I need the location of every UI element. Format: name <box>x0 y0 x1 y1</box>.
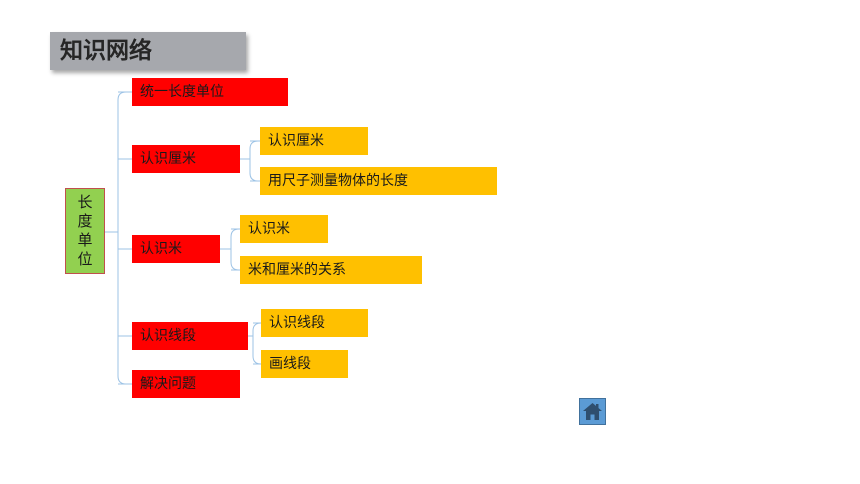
leaf-meter-centimeter-relation: 米和厘米的关系 <box>240 256 422 284</box>
branch-know-meter: 认识米 <box>132 235 220 263</box>
branch-know-line-segment: 认识线段 <box>132 322 248 350</box>
branch-solve-problems: 解决问题 <box>132 370 240 398</box>
root-char: 位 <box>77 250 93 268</box>
leaf-know-meter: 认识米 <box>240 215 328 243</box>
leaf-draw-line-segment: 画线段 <box>261 350 348 378</box>
root-char: 长 <box>77 193 93 211</box>
branch-know-centimeter: 认识厘米 <box>132 145 240 173</box>
root-char: 度 <box>77 212 93 230</box>
leaf-know-centimeter: 认识厘米 <box>260 127 368 155</box>
page-title: 知识网络 <box>50 32 246 70</box>
home-button[interactable] <box>579 398 606 425</box>
root-node: 长 度 单 位 <box>65 188 105 274</box>
home-icon <box>583 403 602 420</box>
root-char: 单 <box>77 231 93 249</box>
leaf-measure-with-ruler: 用尺子测量物体的长度 <box>260 167 497 195</box>
branch-unified-length-unit: 统一长度单位 <box>132 78 288 106</box>
leaf-know-line-segment: 认识线段 <box>261 309 368 337</box>
